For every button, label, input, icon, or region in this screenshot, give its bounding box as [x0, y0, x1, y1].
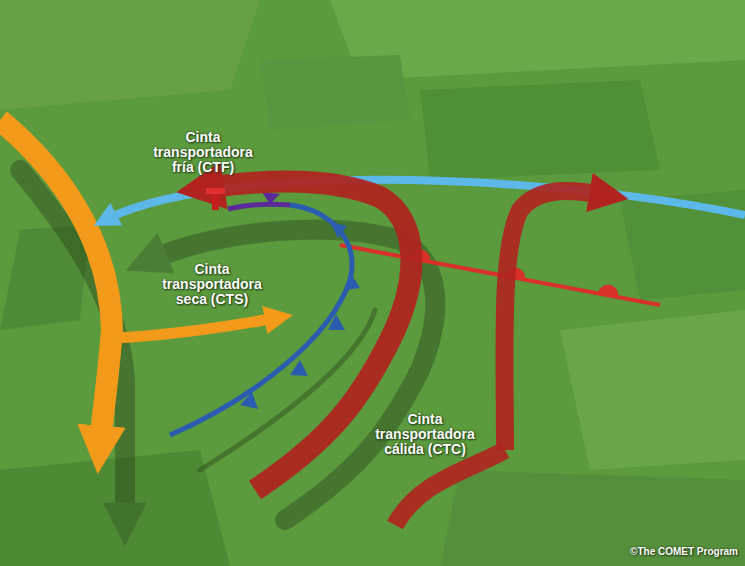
belt-label: Cinta transportadora fría (CTF): [143, 130, 263, 175]
belt-label: Cinta transportadora seca (CTS): [152, 262, 272, 307]
belt-label: Cinta transportadora cálida (CTC): [365, 412, 485, 457]
copyright-note: ©The COMET Program: [630, 546, 738, 558]
